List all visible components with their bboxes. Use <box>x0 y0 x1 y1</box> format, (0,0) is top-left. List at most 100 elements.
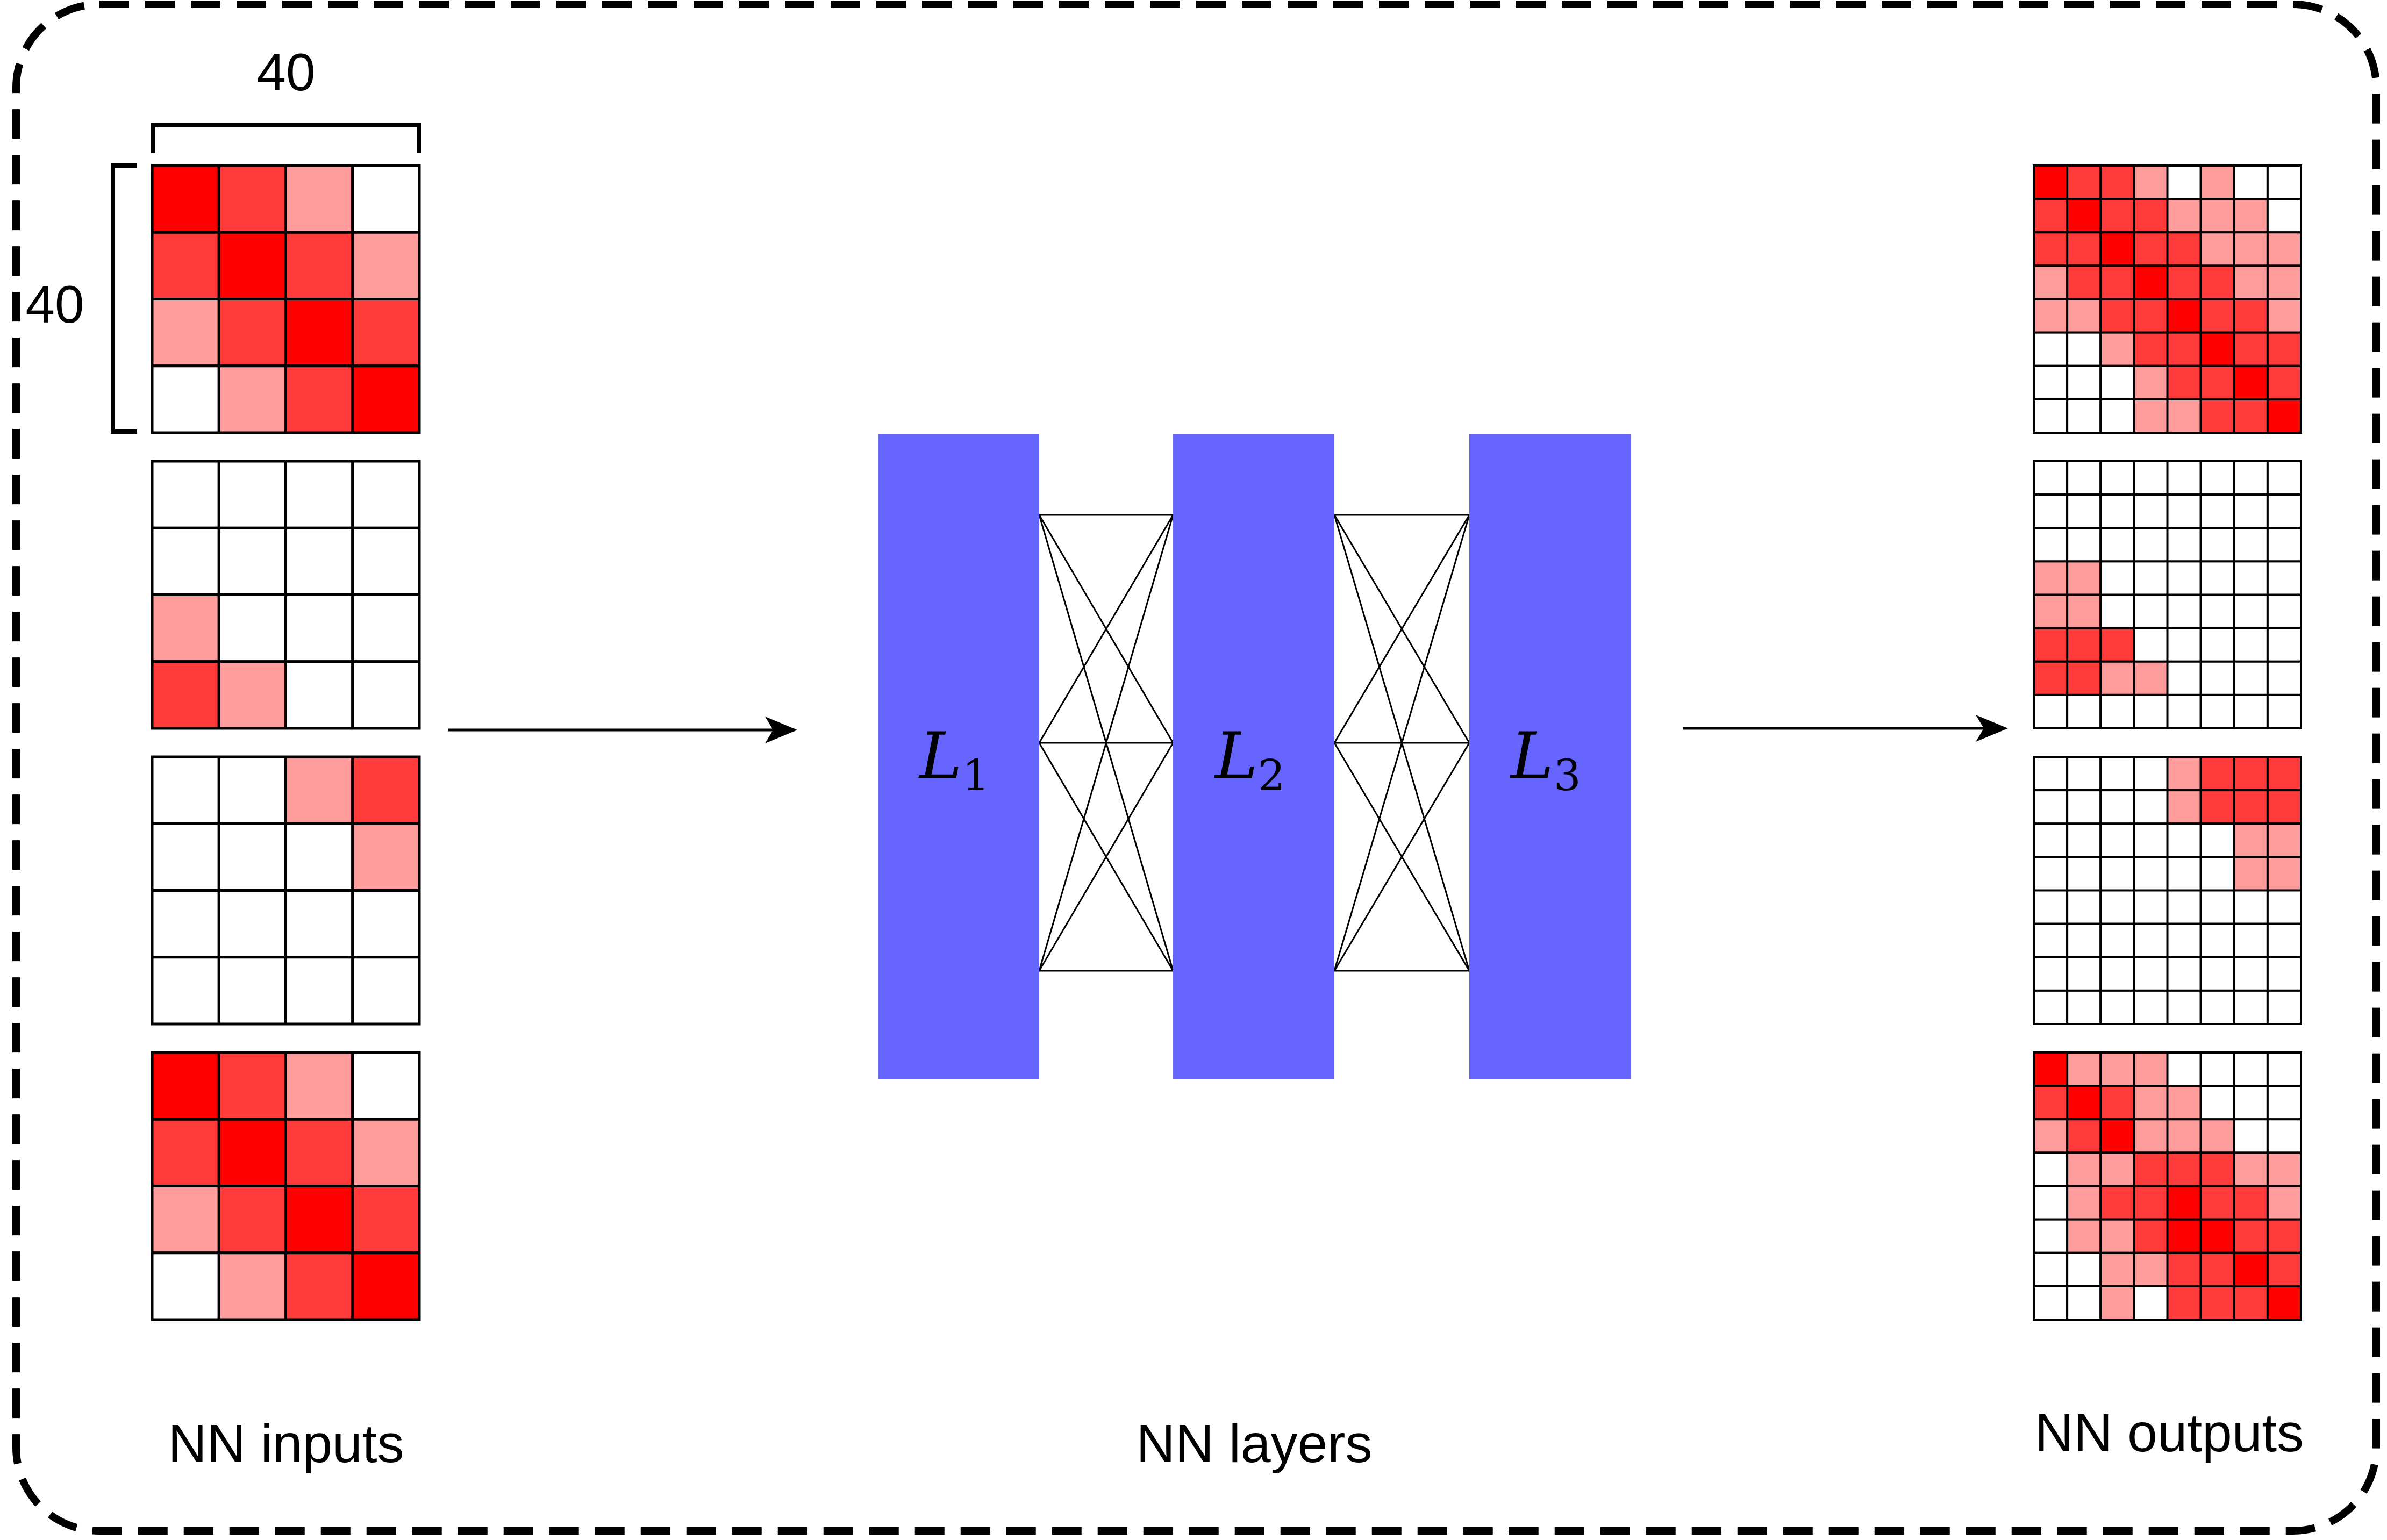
grid-cell <box>2266 1118 2302 1154</box>
grid-cell <box>2166 756 2202 792</box>
grid-cell <box>2233 164 2269 200</box>
grid-cell <box>2166 1185 2202 1221</box>
grid-cell <box>217 1051 287 1121</box>
layer-1-block <box>878 434 1039 1079</box>
grid-cell <box>2099 364 2135 400</box>
grid-cell <box>2266 460 2302 496</box>
grid-cell <box>2199 822 2235 858</box>
grid-cell <box>2033 756 2069 792</box>
grid-cell <box>284 822 354 892</box>
grid-cell <box>2199 889 2235 925</box>
grid-cell <box>2266 331 2302 367</box>
grid-cell <box>2266 822 2302 858</box>
grid-cell <box>2166 1285 2202 1321</box>
grid-cell <box>2266 264 2302 300</box>
grid-cell <box>2199 756 2235 792</box>
grid-cell <box>2099 1051 2135 1087</box>
grid-cell <box>351 460 421 529</box>
grid-cell <box>217 889 287 959</box>
grid-cell <box>2033 660 2069 696</box>
grid-cell <box>2199 398 2235 434</box>
grid-cell <box>151 460 220 529</box>
grid-cell <box>2233 493 2269 529</box>
grid-cell <box>2099 1151 2135 1187</box>
grid-cell <box>2133 627 2169 663</box>
grid-cell <box>2199 460 2235 496</box>
grid-cell <box>2266 1051 2302 1087</box>
grid-cell <box>2233 693 2269 729</box>
grid-cell <box>2166 693 2202 729</box>
grid-cell <box>2099 1285 2135 1321</box>
layer-2-block <box>1173 434 1334 1079</box>
grid-cell <box>2033 198 2069 234</box>
grid-cell <box>2233 1118 2269 1154</box>
grid-cell <box>2199 331 2235 367</box>
layer-3-label: L3 <box>1510 719 1581 800</box>
grid-cell <box>2199 298 2235 334</box>
grid-cell <box>2233 527 2269 563</box>
grid-cell <box>2066 693 2102 729</box>
grid-cell <box>2199 789 2235 825</box>
grid-cell <box>351 1251 421 1321</box>
grid-cell <box>2199 164 2235 200</box>
grid-cell <box>2066 264 2102 300</box>
grid-cell <box>2233 956 2269 992</box>
grid-cell <box>2233 364 2269 400</box>
grid-cell <box>2066 1218 2102 1254</box>
grid-cell <box>2133 164 2169 200</box>
grid-cell <box>2099 756 2135 792</box>
grid-cell <box>2066 1251 2102 1287</box>
grid-cell <box>2166 1151 2202 1187</box>
grid-cell <box>2133 1085 2169 1121</box>
grid-cell <box>2066 627 2102 663</box>
height-bracket <box>111 163 137 434</box>
grid-cell <box>2266 1085 2302 1121</box>
input-grid-3 <box>151 755 421 1026</box>
grid-cell <box>2033 560 2069 596</box>
grid-cell <box>2266 164 2302 200</box>
grid-cell <box>2133 660 2169 696</box>
grid-cell <box>2066 1151 2102 1187</box>
grid-cell <box>284 889 354 959</box>
grid-cell <box>2233 593 2269 629</box>
grid-cell <box>2233 660 2269 696</box>
grid-cell <box>351 956 421 1026</box>
grid-cell <box>2166 164 2202 200</box>
grid-cell <box>2033 298 2069 334</box>
grid-cell <box>2266 593 2302 629</box>
grid-cell <box>2166 298 2202 334</box>
grid-cell <box>2199 1085 2235 1121</box>
grid-cell <box>2133 364 2169 400</box>
grid-cell <box>2233 331 2269 367</box>
grid-cell <box>2199 560 2235 596</box>
grid-cell <box>2166 1051 2202 1087</box>
grid-cell <box>217 593 287 663</box>
grid-cell <box>2199 1151 2235 1187</box>
grid-cell <box>2199 1285 2235 1321</box>
grid-cell <box>2199 1118 2235 1154</box>
grid-cell <box>2166 789 2202 825</box>
grid-cell <box>351 526 421 596</box>
grid-cell <box>2266 1251 2302 1287</box>
grid-cell <box>2033 364 2069 400</box>
grid-cell <box>217 1118 287 1187</box>
layer-connections-2-3 <box>1333 514 1470 972</box>
grid-cell <box>2166 364 2202 400</box>
grid-cell <box>151 660 220 730</box>
grid-cell <box>2233 298 2269 334</box>
grid-cell <box>2099 527 2135 563</box>
grid-cell <box>2166 1251 2202 1287</box>
grid-cell <box>2233 1185 2269 1221</box>
grid-cell <box>2066 364 2102 400</box>
grid-cell <box>217 231 287 300</box>
grid-cell <box>2199 1251 2235 1287</box>
layer-connections-1-2 <box>1038 514 1174 972</box>
grid-cell <box>284 1185 354 1255</box>
grid-cell <box>2033 1218 2069 1254</box>
grid-cell <box>2066 460 2102 496</box>
grid-cell <box>2066 398 2102 434</box>
grid-cell <box>2033 231 2069 267</box>
grid-cell <box>2066 856 2102 892</box>
grid-cell <box>151 364 220 434</box>
width-bracket <box>151 123 421 153</box>
